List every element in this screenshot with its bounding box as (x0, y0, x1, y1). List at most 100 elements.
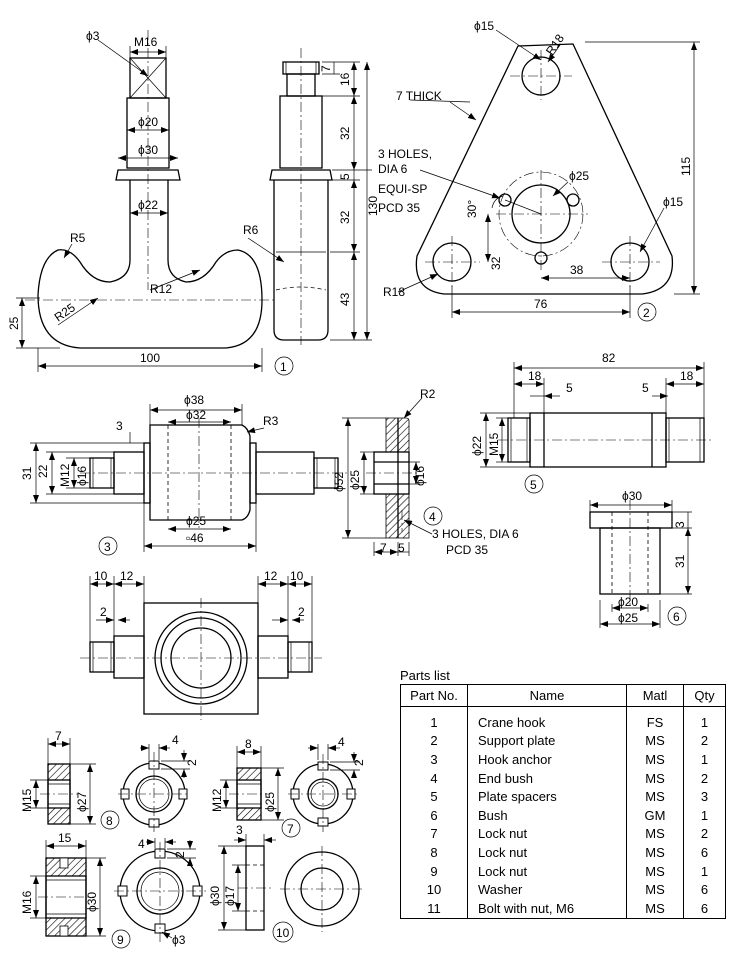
label: M12 (210, 788, 224, 812)
label: 5 (566, 381, 573, 395)
cell-part-no: 5 (400, 787, 468, 806)
header-name: Name (467, 684, 627, 707)
label: ϕ25 (263, 792, 277, 812)
part-marker: 1 (280, 360, 287, 374)
cell-matl: MS (626, 843, 684, 862)
label: 18 (680, 369, 694, 383)
label: 12 (264, 569, 278, 583)
end-bush-view (366, 417, 420, 539)
gm-bush-dimensions (589, 500, 692, 628)
label: ϕ22 (138, 198, 158, 212)
cell-part-no: 2 (400, 731, 468, 751)
label: ϕ30 (208, 886, 222, 906)
cell-name: Support plate (467, 731, 627, 751)
label: 25 (7, 316, 21, 330)
label: ϕ30 (622, 489, 642, 503)
cell-qty: 2 (683, 768, 726, 788)
label: 7 THICK (396, 89, 442, 103)
label: M16 (134, 35, 158, 49)
cell-part-no: 7 (400, 824, 468, 844)
part-marker-circle (637, 302, 657, 322)
label: R5 (70, 231, 86, 245)
part-marker: 2 (643, 306, 650, 320)
label: PCD 35 (378, 201, 420, 215)
label: R18 (543, 31, 567, 57)
label: 32 (338, 126, 352, 140)
label: 15 (58, 831, 72, 845)
part-marker: 4 (429, 510, 436, 524)
label: 10 (94, 569, 108, 583)
label: 2 (173, 851, 187, 858)
cell-qty: 6 (683, 880, 726, 899)
cell-qty: 2 (683, 731, 726, 751)
part-marker-circle (524, 474, 544, 494)
lock-nut-7-dimensions (220, 744, 360, 821)
label: ϕ22 (470, 436, 484, 456)
label: 3 (673, 521, 687, 528)
label: ϕ3 (172, 933, 186, 947)
lock-nut-8-dimensions (30, 738, 190, 825)
cell-name: Bush (467, 805, 627, 825)
label: ϕ20 (618, 595, 638, 609)
washer-dimensions (218, 834, 276, 931)
plan-view-dimensions (89, 576, 313, 642)
cell-matl: MS (626, 861, 684, 881)
label: 4 (338, 735, 345, 749)
part-marker-circle (111, 929, 131, 949)
part-marker-circle (423, 506, 443, 526)
cell-matl: MS (626, 750, 684, 769)
label: 10 (290, 569, 304, 583)
cell-matl: MS (626, 768, 684, 788)
cell-matl: FS (626, 706, 684, 732)
part-marker: 6 (673, 610, 680, 624)
label: 8 (245, 737, 252, 751)
label: ϕ16 (413, 466, 427, 486)
plate-spacer-view (498, 412, 714, 468)
cell-part-no: 1 (400, 706, 468, 732)
cell-name: Lock nut (467, 843, 627, 862)
label: ϕ38 (184, 393, 204, 407)
cell-name: Lock nut (467, 824, 627, 844)
label: ϕ3 (86, 29, 100, 43)
cell-matl: MS (626, 880, 684, 899)
cell-matl: MS (626, 787, 684, 806)
label: 30° (465, 200, 479, 218)
cell-name: Plate spacers (467, 787, 627, 806)
label: R2 (420, 387, 436, 401)
cell-part-no: 10 (400, 880, 468, 899)
lock-nut-8-section (40, 763, 78, 825)
support-plate-dimensions (397, 29, 700, 318)
label: ϕ25 (618, 611, 638, 625)
hook-anchor-dimensions (30, 404, 265, 552)
crane-hook-dimensions (16, 39, 263, 372)
label: ϕ25 (348, 470, 362, 490)
cell-qty: 3 (683, 787, 726, 806)
end-bush-dimensions (342, 397, 433, 556)
plate-spacer-dimensions (480, 362, 705, 468)
label: M16 (20, 890, 34, 914)
label: 43 (338, 292, 352, 306)
label: ϕ15 (474, 19, 494, 33)
label: 3 HOLES, DIA 6 (432, 527, 519, 541)
washer-face (280, 846, 364, 932)
cell-matl: MS (626, 824, 684, 844)
crane-hook-side-view (269, 48, 333, 345)
part-marker-circle (98, 536, 118, 556)
cell-matl: GM (626, 805, 684, 825)
parts-list-header-row: Part No. Name Matl Qty (400, 684, 726, 707)
label: 32 (338, 210, 352, 224)
label: ϕ27 (75, 792, 89, 812)
label: M15 (487, 432, 501, 456)
label: 2 (298, 605, 305, 619)
label: 100 (140, 351, 160, 365)
label: 130 (366, 196, 380, 216)
label: R3 (263, 414, 279, 428)
label: 3 (116, 419, 123, 433)
